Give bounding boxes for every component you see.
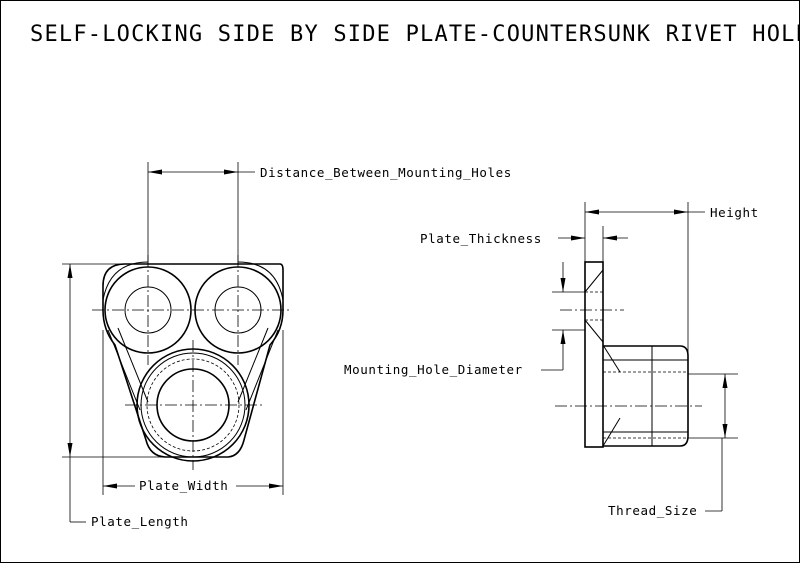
side-link-right-a xyxy=(245,329,279,411)
side-plate-flange xyxy=(584,261,604,448)
side-nut-body xyxy=(603,345,689,447)
nut-countersink-b xyxy=(602,417,621,447)
label-distance-between-mounting-holes: Distance_Between_Mounting_Holes xyxy=(260,165,512,180)
label-plate-thickness: Plate_Thickness xyxy=(420,231,542,246)
label-plate-length: Plate_Length xyxy=(91,514,189,529)
plate-shoulder-right xyxy=(237,261,284,301)
countersink-line-top-a xyxy=(584,269,604,293)
dimension-plate-width xyxy=(102,330,284,495)
plate-shoulder-left xyxy=(102,261,149,301)
label-mounting-hole-diameter: Mounting_Hole_Diameter xyxy=(344,362,523,377)
nut-countersink-a xyxy=(602,344,621,373)
label-plate-width: Plate_Width xyxy=(139,478,228,493)
dimension-height xyxy=(584,202,705,412)
front-view xyxy=(92,255,292,470)
dimension-plate-thickness xyxy=(558,226,628,262)
dimension-distance-between-holes xyxy=(147,162,255,265)
dimension-mounting-hole-diameter xyxy=(541,262,585,371)
dimension-thread-size xyxy=(688,373,738,512)
countersink-line-top-b xyxy=(584,319,604,343)
label-height: Height xyxy=(710,205,759,220)
label-thread-size: Thread_Size xyxy=(608,503,697,518)
side-link-left-a xyxy=(107,329,141,411)
side-view xyxy=(555,261,702,448)
drawing-title: SELF-LOCKING SIDE BY SIDE PLATE-COUNTERS… xyxy=(30,22,800,47)
dimension-plate-length xyxy=(62,263,170,523)
